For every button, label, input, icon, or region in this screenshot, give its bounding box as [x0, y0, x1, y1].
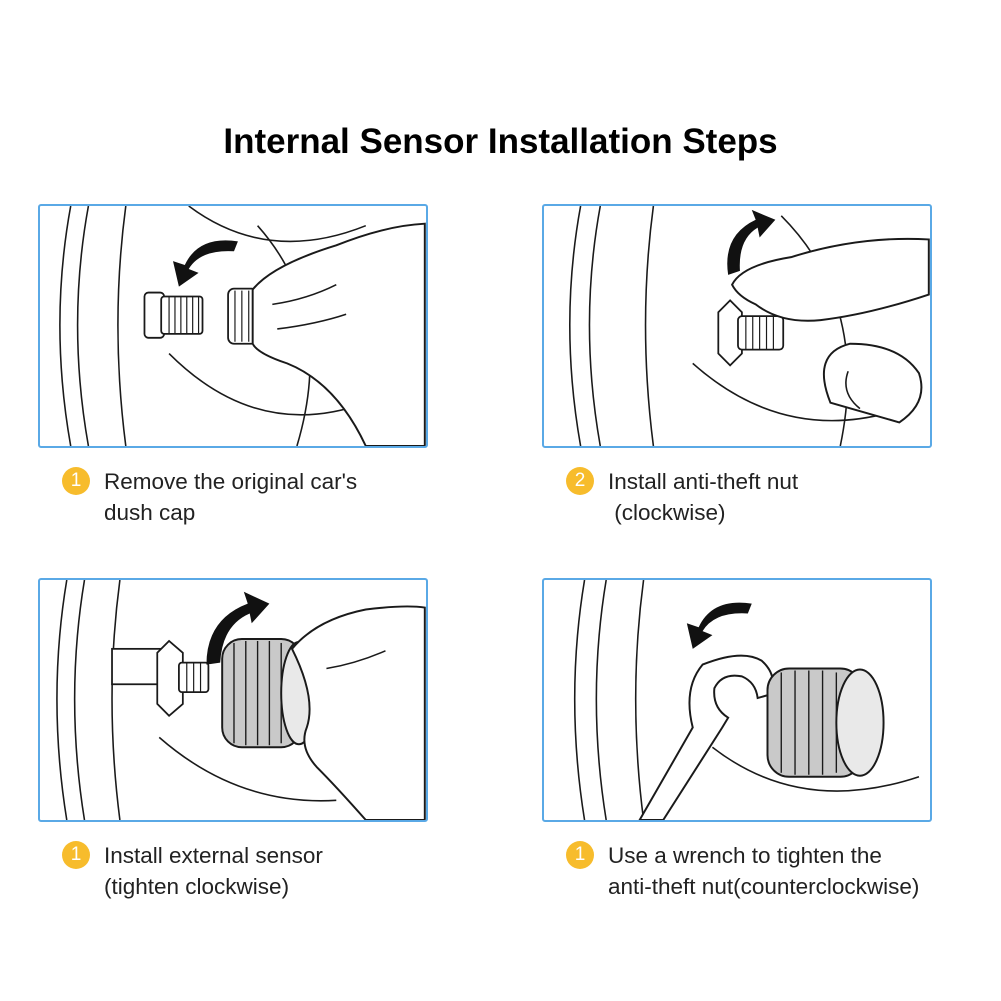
step-1-line-1: Remove the original car's: [104, 469, 358, 494]
step-1-number-badge: 1: [62, 467, 90, 495]
step-1-line-2: dush cap: [104, 500, 196, 525]
step-1-text: Remove the original car's dush cap: [104, 466, 357, 528]
step-3-line-2: (tighten clockwise): [104, 874, 290, 899]
step-2-number-badge: 2: [566, 467, 594, 495]
step-3-text: Install external sensor (tighten clockwi…: [104, 840, 323, 902]
step-3-illustration: [38, 578, 428, 822]
step-1-line-art: [59, 206, 426, 446]
step-2-illustration: [542, 204, 932, 448]
step-2-line-1: Install anti-theft nut: [608, 469, 799, 494]
step-4-line-2: anti-theft nut(counterclockwise): [608, 874, 920, 899]
step-3-caption: 1 Install external sensor (tighten clock…: [62, 840, 323, 902]
step-4-line-art: [573, 580, 920, 820]
step-1-caption: 1 Remove the original car's dush cap: [62, 466, 357, 528]
step-2-caption: 2 Install anti-theft nut (clockwise): [566, 466, 798, 528]
step-4-illustration: [542, 578, 932, 822]
step-3-line-1: Install external sensor: [104, 843, 323, 868]
step-2-text: Install anti-theft nut (clockwise): [608, 466, 798, 528]
page-title: Internal Sensor Installation Steps: [223, 122, 778, 161]
step-4-text: Use a wrench to tighten the anti-theft n…: [608, 840, 919, 902]
step-3-line-art: [56, 580, 426, 820]
step-4-number-badge: 1: [566, 841, 594, 869]
step-1-illustration: [38, 204, 428, 448]
step-2-line-art: [569, 206, 930, 446]
step-4-line-1: Use a wrench to tighten the: [608, 843, 882, 868]
step-2-line-2: (clockwise): [608, 500, 726, 525]
step-3-number-badge: 1: [62, 841, 90, 869]
step-4-caption: 1 Use a wrench to tighten the anti-theft…: [566, 840, 919, 902]
